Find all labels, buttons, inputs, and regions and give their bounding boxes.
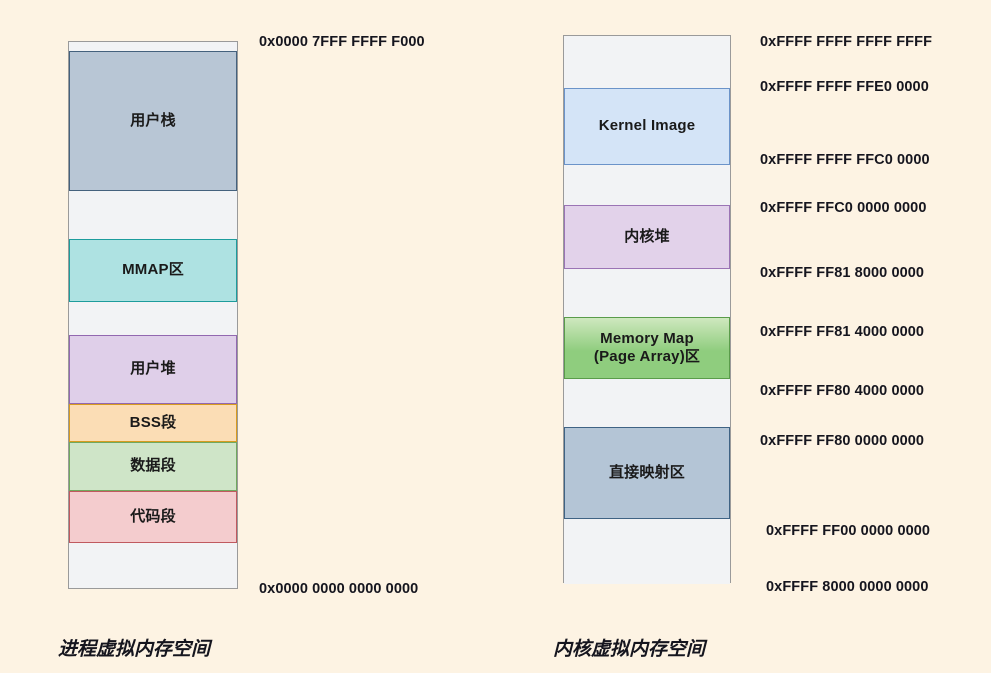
kernel-address-label: 0xFFFF FFFF FFFF FFFF [760, 34, 933, 50]
process-block-label: 数据段 [130, 457, 176, 475]
process-block-用户堆: 用户堆 [69, 335, 237, 404]
kernel-block-label: 直接映射区 [608, 463, 685, 481]
process-block-label: 用户堆 [130, 360, 176, 378]
kernel-block-label: Kernel Image [598, 117, 696, 135]
kernel-block-label: 内核堆 [624, 227, 670, 245]
process-address-label: 0x0000 7FFF FFFF F000 [259, 34, 425, 50]
kernel-block-gap [564, 36, 730, 88]
kernel-block-gap [564, 379, 730, 427]
kernel-address-label: 0xFFFF FF81 4000 0000 [760, 324, 925, 340]
kernel-address-label: 0xFFFF 8000 0000 0000 [766, 579, 929, 595]
kernel-block-内核堆: 内核堆 [564, 205, 730, 269]
kernel-block-gap [564, 519, 730, 584]
kernel-address-label: 0xFFFF FFC0 0000 0000 [760, 200, 927, 216]
kernel-address-label: 0xFFFF FF80 0000 0000 [760, 433, 925, 449]
kernel-block-gap [564, 165, 730, 205]
kernel-block-直接映射区: 直接映射区 [564, 427, 730, 519]
kernel-address-label: 0xFFFF FFFF FFE0 0000 [760, 79, 929, 95]
process-block-gap [69, 543, 237, 588]
process-block-数据段: 数据段 [69, 442, 237, 491]
process-virtual-memory-column: 用户栈 MMAP区用户堆 BSS段数据段代码段 [68, 41, 238, 589]
kernel-address-label: 0xFFFF FF80 4000 0000 [760, 383, 925, 399]
process-block-label: BSS段 [129, 413, 177, 431]
process-space-caption: 进程虚拟内存空间 [58, 639, 211, 660]
kernel-block-memory-map-page-array区: Memory Map (Page Array)区 [564, 317, 730, 379]
process-block-label: 用户栈 [130, 111, 176, 129]
kernel-block-label: Memory Map (Page Array)区 [593, 329, 701, 365]
process-address-label: 0x0000 0000 0000 0000 [259, 581, 419, 597]
process-block-用户栈: 用户栈 [69, 51, 237, 191]
process-block-bss段: BSS段 [69, 404, 237, 442]
process-block-gap [69, 302, 237, 335]
kernel-address-label: 0xFFFF FF00 0000 0000 [766, 523, 931, 539]
process-block-label: 代码段 [130, 507, 176, 525]
kernel-virtual-memory-column: Kernel Image 内核堆 Memory Map (Page Array)区直… [563, 35, 731, 584]
kernel-block-gap [564, 269, 730, 317]
process-block-gap [69, 191, 237, 239]
process-block-mmap区: MMAP区 [69, 239, 237, 302]
kernel-block-kernel-image: Kernel Image [564, 88, 730, 165]
process-block-gap [69, 42, 237, 51]
kernel-address-label: 0xFFFF FFFF FFC0 0000 [760, 152, 930, 168]
kernel-space-caption: 内核虚拟内存空间 [553, 639, 706, 660]
process-block-代码段: 代码段 [69, 491, 237, 543]
process-block-label: MMAP区 [122, 261, 184, 279]
kernel-address-label: 0xFFFF FF81 8000 0000 [760, 265, 925, 281]
